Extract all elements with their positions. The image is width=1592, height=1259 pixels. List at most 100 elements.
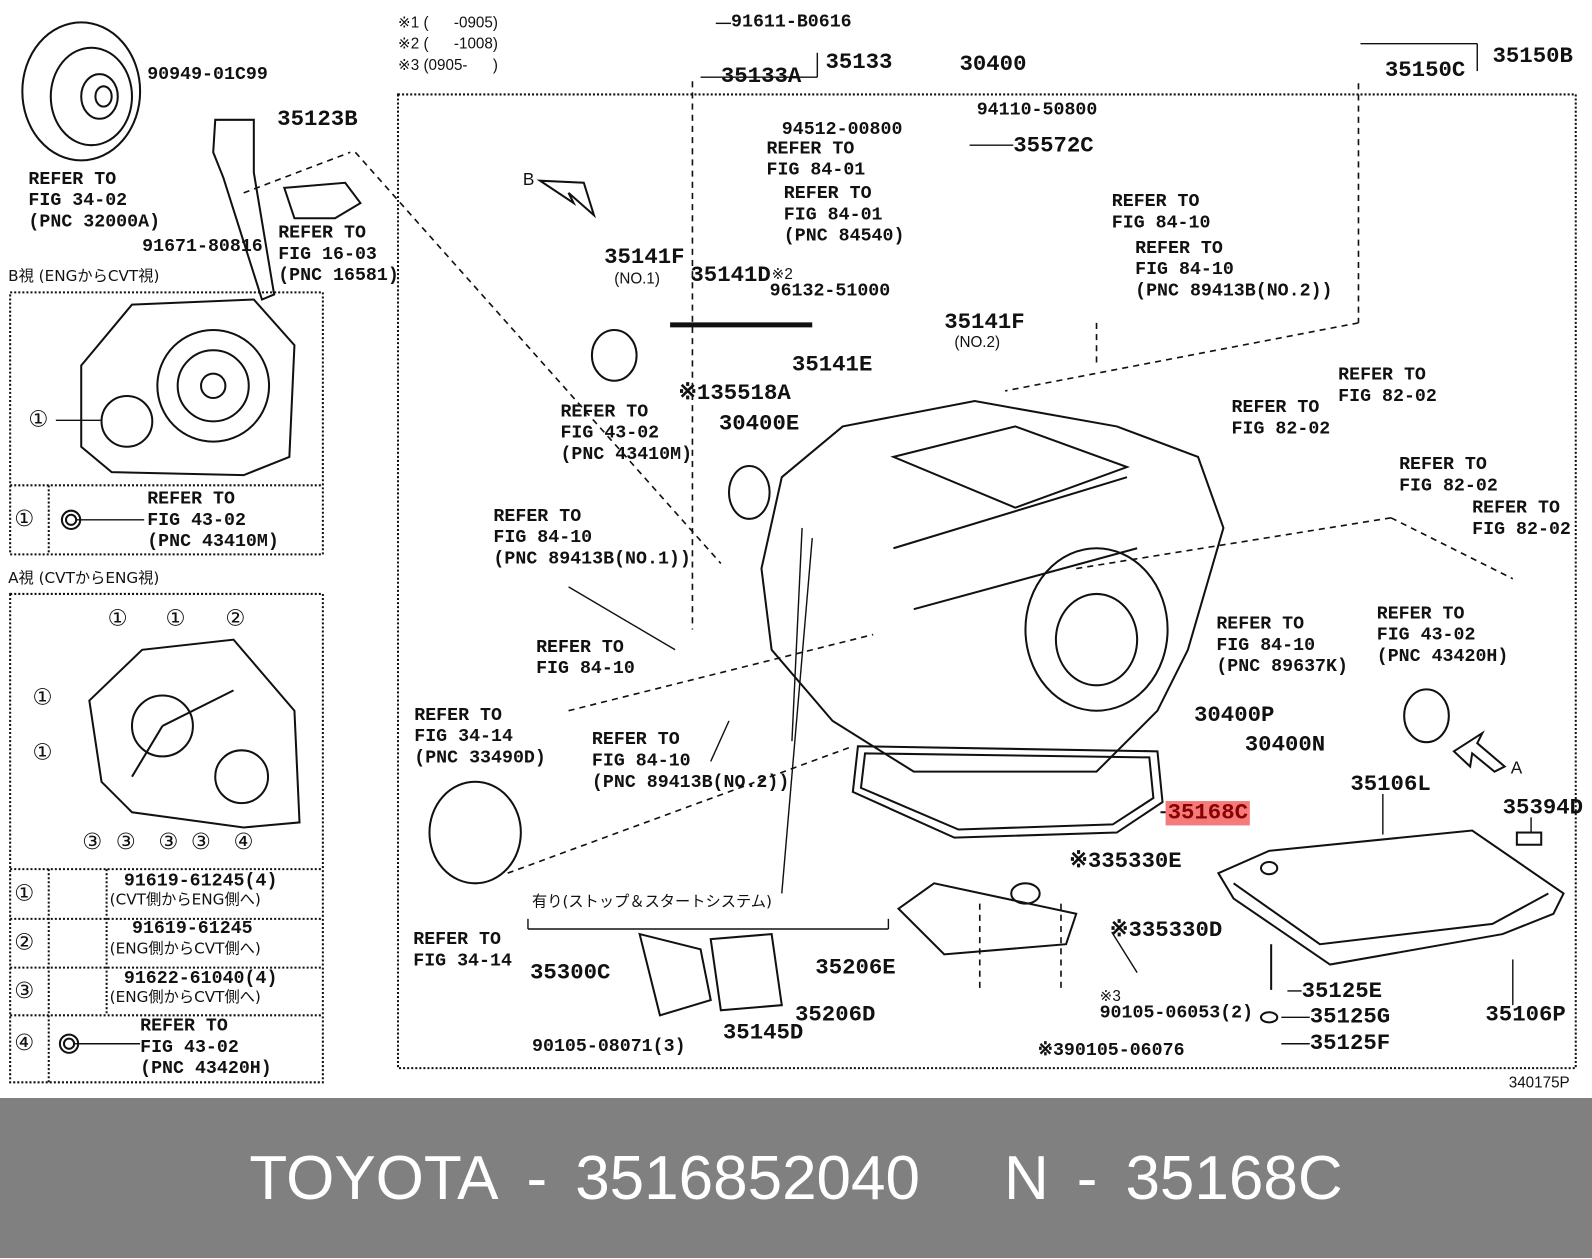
part-label[interactable]: 94512-00800 (781, 119, 903, 141)
part-label[interactable]: 35206E (815, 955, 896, 981)
part-label[interactable]: 35125E (1301, 978, 1383, 1005)
bolt-part-label[interactable]: 91622-61040(4) (123, 968, 278, 989)
part-label-highlighted[interactable]: 35168C (1165, 801, 1251, 826)
note-1: ※1 ( -0905) (397, 14, 498, 32)
part-label[interactable]: 35150B (1492, 43, 1573, 70)
part-label[interactable]: 90105-08071(3) (532, 1036, 686, 1057)
view-a-marker: ① (165, 606, 186, 632)
part-label[interactable]: 35141F (944, 309, 1025, 336)
part-number: 3516852040 (575, 1143, 921, 1213)
part-label[interactable]: ※135518A (678, 380, 791, 407)
part-label[interactable]: 35394D (1502, 794, 1584, 821)
bolt-direction-note: (ENG側からCVT側へ) (109, 939, 261, 958)
refer-line: REFER TO (560, 402, 649, 423)
bolt-part-label[interactable]: 91619-61245(4) (123, 871, 278, 892)
n-label: N (1004, 1143, 1049, 1213)
part-label[interactable]: 30400 (959, 51, 1027, 78)
oil-seal-43420h (1403, 688, 1450, 744)
refer-line: REFER TO (1231, 397, 1320, 419)
part-label[interactable]: 35141D (690, 262, 771, 289)
part-label[interactable]: 35141E (791, 352, 873, 378)
part-label[interactable]: 35106P (1485, 1002, 1566, 1028)
part-label[interactable]: 91671-80816 (142, 236, 263, 257)
part-label[interactable]: 35125G (1309, 1004, 1391, 1030)
part-label[interactable]: ※335330E (1069, 848, 1182, 875)
refer-line: FIG 16-03 (278, 244, 377, 265)
refer-line: FIG 82-02 (1338, 386, 1437, 408)
view-a-marker: ③ (190, 829, 211, 855)
part-label[interactable]: 35106L (1350, 771, 1431, 798)
view-a-row-marker: ④ (14, 1030, 35, 1056)
view-a-row-marker: ① (14, 881, 35, 907)
view-a-row-marker: ③ (14, 978, 35, 1005)
refer-line: FIG 43-02 (147, 510, 246, 532)
part-label[interactable]: ※390105-06076 (1037, 1040, 1185, 1061)
view-a-marker: ① (32, 685, 53, 711)
view-a-title: A視 (CVTからENG視) (8, 568, 160, 587)
part-label[interactable]: 96132-51000 (769, 281, 891, 302)
refer-line: FIG 84-10 (591, 751, 691, 772)
refer-line: REFER TO (1376, 604, 1465, 625)
part-label[interactable]: 35206D (794, 1002, 876, 1028)
pnc-code: 35168C (1125, 1143, 1343, 1213)
bolt-direction-note: (ENG側からCVT側へ) (109, 987, 261, 1007)
refer-line: FIG 34-02 (28, 190, 128, 212)
part-note: ※3 (1099, 987, 1121, 1006)
refer-line: REFER TO (1399, 454, 1487, 476)
part-label[interactable]: 35133A (720, 63, 802, 90)
refer-line: (PNC 16581) (278, 266, 399, 287)
bolt-part-label[interactable]: 91619-61245 (131, 918, 253, 940)
part-label[interactable]: ※335330D (1109, 917, 1223, 944)
part-label[interactable]: 35125F (1309, 1030, 1391, 1056)
part-label[interactable]: 35150C (1384, 57, 1466, 84)
part-label[interactable]: 35572C (1013, 133, 1094, 159)
part-label[interactable]: 30400E (718, 411, 800, 437)
refer-line: REFER TO (28, 169, 117, 190)
refer-line: REFER TO (413, 930, 501, 951)
part-label[interactable]: 35123B (277, 106, 358, 132)
part-label[interactable]: 35133 (825, 49, 893, 76)
part-label[interactable]: 91611-B0616 (731, 12, 852, 33)
refer-line: REFER TO (140, 1016, 228, 1037)
refer-line: REFER TO (493, 506, 582, 527)
part-label[interactable]: 90949-01C99 (147, 64, 268, 86)
torque-converter (21, 21, 142, 162)
part-label[interactable]: 30400N (1244, 732, 1326, 758)
refer-line: (PNC 89637K) (1216, 656, 1348, 678)
refer-line: (PNC 84540) (783, 226, 905, 247)
refer-line: REFER TO (1135, 238, 1223, 259)
separator: - (1076, 1143, 1098, 1213)
refer-line: REFER TO (591, 730, 680, 751)
part-label[interactable]: 35145D (722, 1020, 804, 1046)
part-label[interactable]: 94110-50800 (976, 100, 1098, 121)
part-label[interactable]: 35141F (604, 244, 685, 271)
refer-line: FIG 43-02 (560, 423, 660, 444)
separator: - (526, 1143, 548, 1213)
part-label[interactable]: 30400P (1193, 702, 1275, 728)
refer-line: FIG 82-02 (1231, 419, 1331, 440)
part-label[interactable]: 35300C (529, 960, 611, 986)
part-label[interactable]: 90105-06053(2) (1099, 1003, 1254, 1024)
refer-line: REFER TO (1111, 191, 1200, 213)
